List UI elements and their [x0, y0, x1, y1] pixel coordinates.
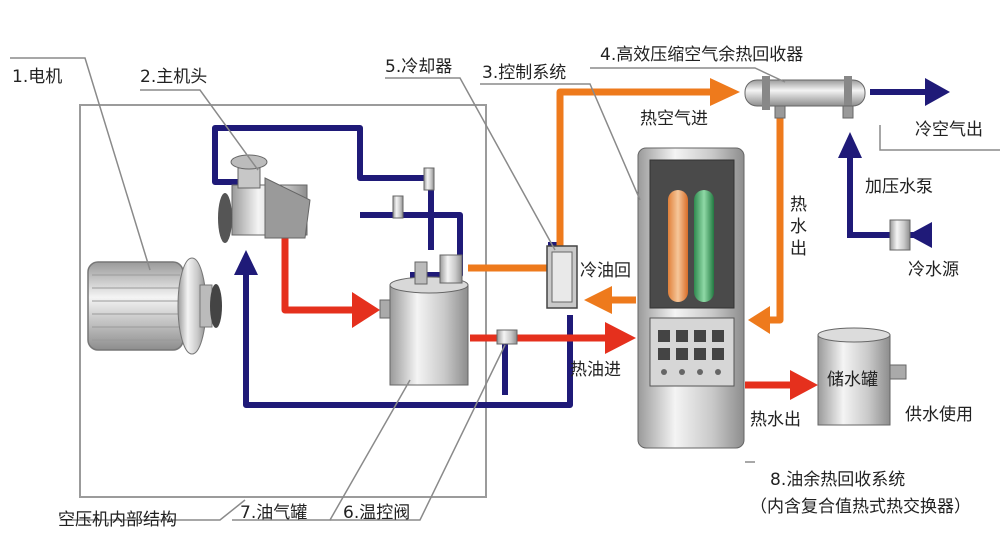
label-oil-gas-tank: 7.油气罐: [240, 503, 307, 523]
cold-air-out-arrow: [925, 78, 950, 106]
label-storage-tank: 储水罐: [827, 370, 878, 390]
label-temp-valve: 6.温控阀: [343, 503, 410, 523]
label-hot-oil-in: 热油进: [570, 360, 621, 380]
hot-oil-lines: [281, 238, 605, 342]
leader-lines: [10, 57, 1000, 521]
label-motor: 1.电机: [12, 67, 62, 87]
hot-air-lines: [468, 88, 784, 324]
compressor-internal-frame: [79, 104, 487, 498]
main-head: [218, 154, 311, 243]
label-hot-water-out: 热水出: [750, 410, 801, 430]
label-main-head: 2.主机头: [140, 67, 207, 87]
label-internal-structure: 空压机内部结构: [58, 510, 177, 530]
oil-gas-tank: [379, 254, 469, 386]
hot-oil-to-tank-arrow: [352, 292, 380, 328]
label-control-system: 3.控制系统: [482, 63, 566, 83]
label-cold-oil-return: 冷油回: [580, 261, 631, 281]
label-cold-water-source: 冷水源: [908, 260, 959, 280]
small-valves: [392, 167, 435, 219]
hot-water-down-arrow: [748, 306, 770, 334]
svg-text:出: 出: [790, 239, 807, 259]
label-cold-air-out: 冷空气出: [915, 120, 983, 140]
cold-oil-return-arrow: [584, 286, 612, 314]
label-hot-air-in: 热空气进: [640, 109, 708, 129]
cold-water-in-arrow: [908, 222, 932, 248]
label-pump: 加压水泵: [865, 177, 933, 197]
oil-heat-recovery-cabinet: [637, 147, 745, 449]
water-pump: [889, 219, 911, 251]
motor: [87, 257, 222, 355]
cold-oil-arrow: [234, 250, 258, 275]
svg-text:热: 热: [790, 195, 807, 215]
hot-water-out-arrow: [790, 370, 818, 400]
water-storage-tank: [817, 327, 907, 426]
temperature-control-valve: [496, 329, 518, 345]
label-water-supply: 供水使用: [905, 404, 973, 425]
hot-oil-in-arrow: [605, 322, 636, 354]
label-oil-recovery-title: 8.油余热回收系统: [770, 470, 905, 490]
label-cooler: 5.冷却器: [385, 57, 452, 77]
hot-air-in-arrow: [710, 78, 740, 106]
cooler: [546, 245, 578, 309]
pump-up-arrow: [838, 132, 862, 158]
cold-water-lines: [847, 89, 928, 238]
label-recovery-exchanger: 4.高效压缩空气余热回收器: [600, 45, 803, 65]
air-heat-recovery-exchanger: [744, 76, 866, 119]
label-hot-water-out-vertical: 热 水 出: [790, 195, 807, 259]
svg-text:水: 水: [790, 217, 807, 237]
label-oil-recovery-subtitle: （内含复合值热式热交换器）: [750, 497, 971, 517]
